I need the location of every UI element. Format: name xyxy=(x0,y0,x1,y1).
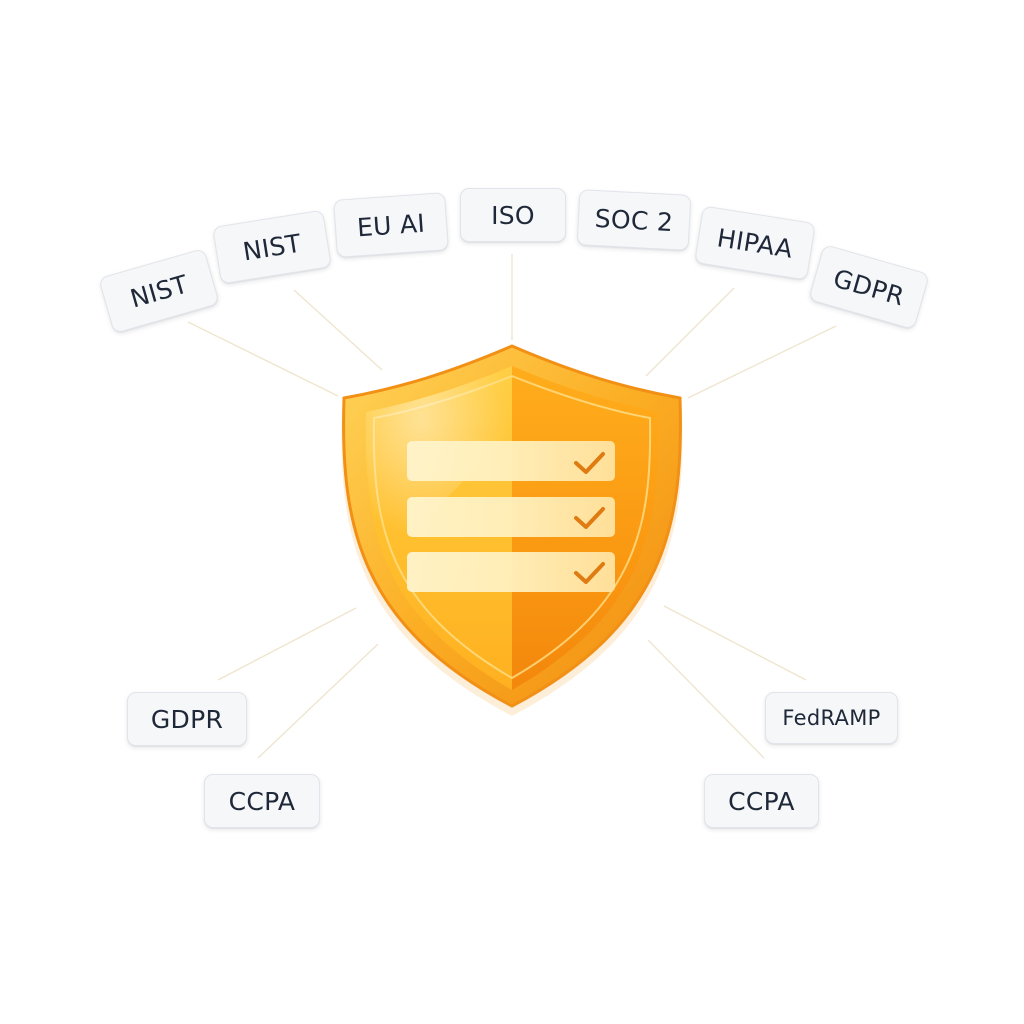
framework-label: HIPAA xyxy=(715,222,795,264)
framework-badge-soc-2: SOC 2 xyxy=(576,189,692,251)
framework-badge-ccpa-right: CCPA xyxy=(704,774,819,828)
framework-badge-ccpa-left: CCPA xyxy=(204,774,320,828)
connector-line-ccpa-left xyxy=(257,643,379,759)
connector-line-hipaa xyxy=(645,287,735,377)
framework-label: CCPA xyxy=(728,786,795,816)
framework-label: NIST xyxy=(126,269,192,313)
framework-badge-iso: ISO xyxy=(460,188,566,242)
connector-line-ccpa-right xyxy=(647,639,765,759)
connector-line-nist-1 xyxy=(187,321,339,397)
checklist xyxy=(407,441,615,592)
framework-label: ISO xyxy=(491,200,535,230)
check-icon xyxy=(574,452,605,474)
framework-label: EU AI xyxy=(356,208,426,242)
framework-badge-eu-ai: EU AI xyxy=(333,192,449,258)
framework-label: NIST xyxy=(240,228,304,266)
checklist-row-3 xyxy=(407,552,615,592)
framework-label: SOC 2 xyxy=(594,203,674,237)
connector-line-gdpr-bottom xyxy=(217,607,357,681)
check-icon xyxy=(574,507,605,529)
checklist-row-2 xyxy=(407,497,615,537)
check-icon xyxy=(574,562,605,584)
framework-label: FedRAMP xyxy=(782,706,881,730)
framework-badge-gdpr-bottom: GDPR xyxy=(127,692,247,746)
framework-label: CCPA xyxy=(228,786,296,816)
connector-line-nist-2 xyxy=(293,289,383,371)
connector-line-gdpr-top xyxy=(687,325,837,399)
connector-line-fedramp xyxy=(663,605,807,681)
framework-label: GDPR xyxy=(150,704,224,734)
framework-label: GDPR xyxy=(830,263,908,311)
checklist-row-1 xyxy=(407,441,615,481)
framework-badge-fedramp: FedRAMP xyxy=(765,692,898,744)
